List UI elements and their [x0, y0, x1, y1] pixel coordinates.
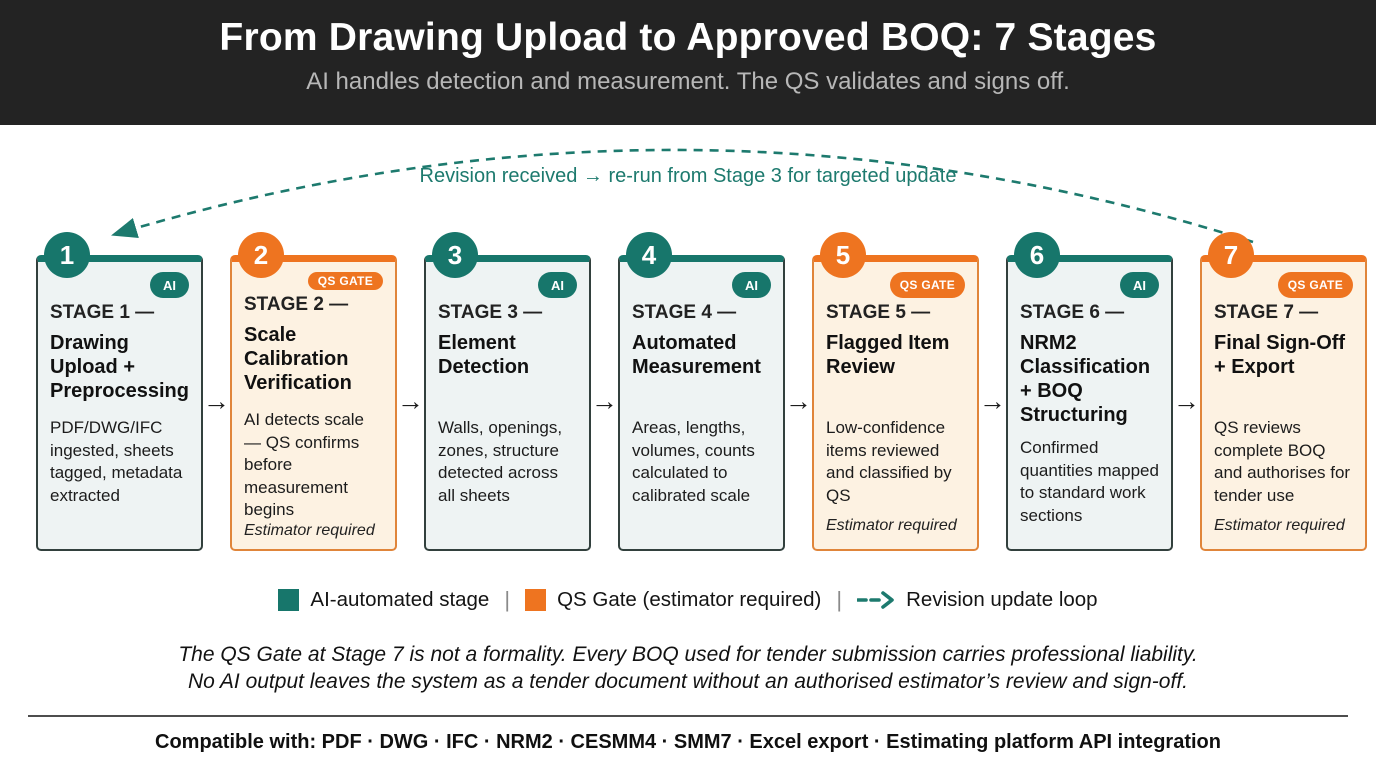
stage-card-7: 7 QS GATE STAGE 7 — Final Sign-Off + Exp… [1200, 232, 1367, 551]
qs-legend-swatch [525, 589, 547, 611]
stage-description: QS reviews complete BOQ and authorises f… [1214, 418, 1351, 505]
stage-card-1: 1 AI STAGE 1 — Drawing Upload + Preproce… [36, 232, 203, 551]
ai-legend-swatch [278, 589, 300, 611]
legend: AI-automated stage | QS Gate (estimator … [0, 587, 1376, 613]
page-subtitle: AI handles detection and measurement. Th… [306, 68, 1070, 95]
loop-legend-label: Revision update loop [906, 588, 1098, 611]
qs-gate-badge: QS GATE [1277, 272, 1353, 298]
stage-description: Confirmed quantities mapped to standard … [1020, 438, 1159, 525]
stage-description: Areas, lengths, volumes, counts calculat… [632, 418, 755, 505]
stage-description: Low-confidence items reviewed and classi… [826, 418, 952, 505]
stage-card-body: QS GATE STAGE 2 — Scale Calibration Veri… [230, 255, 397, 551]
stage-number-badge: 3 [432, 232, 478, 278]
liability-note-line1: The QS Gate at Stage 7 is not a formalit… [178, 643, 1198, 666]
ai-badge: AI [732, 272, 771, 298]
stage-title: Scale Calibration Verification [244, 324, 352, 394]
header-banner: From Drawing Upload to Approved BOQ: 7 S… [0, 0, 1376, 125]
stage-description: AI detects scale — QS confirms before me… [244, 410, 365, 519]
legend-separator: | [836, 587, 843, 612]
stage-title: Drawing Upload + Preprocessing [50, 332, 189, 402]
compatibility-note: Compatible with: PDF · DWG · IFC · NRM2 … [155, 731, 1221, 753]
flow-arrow-icon: → [785, 386, 812, 416]
flow-arrow-icon: → [397, 386, 424, 416]
stage-title: Automated Measurement [632, 332, 761, 378]
liability-note: The QS Gate at Stage 7 is not a formalit… [0, 641, 1376, 695]
stage-title: Final Sign-Off + Export [1214, 332, 1346, 378]
stage-card-body: AI STAGE 1 — Drawing Upload + Preprocess… [36, 255, 203, 551]
dashed-arrow-icon [857, 591, 894, 609]
estimator-note: Estimator required [1214, 517, 1345, 534]
stage-title: Element Detection [438, 332, 530, 378]
ai-badge: AI [538, 272, 577, 298]
stage-card-3: 3 AI STAGE 3 — Element Detection Walls, … [424, 232, 591, 551]
stage-description: Walls, openings, zones, structure detect… [438, 418, 563, 505]
stage-number-badge: 4 [626, 232, 672, 278]
legend-separator: | [504, 587, 511, 612]
estimator-note: Estimator required [244, 521, 375, 539]
stage-number-badge: 6 [1014, 232, 1060, 278]
stage-number-badge: 2 [238, 232, 284, 278]
stage-label: STAGE 3 — [438, 302, 543, 323]
stage-label: STAGE 7 — [1214, 302, 1319, 323]
stage-label: STAGE 2 — [244, 294, 349, 315]
stage-label: STAGE 4 — [632, 302, 737, 323]
stage-label: STAGE 5 — [826, 302, 931, 323]
stage-number-badge: 5 [820, 232, 866, 278]
revision-loop-label: Revision received → re-run from Stage 3 … [419, 165, 957, 187]
stage-card-2: 2 QS GATE STAGE 2 — Scale Calibration Ve… [230, 232, 397, 551]
stage-card-body: QS GATE STAGE 5 — Flagged Item Review Lo… [812, 255, 979, 551]
page-title: From Drawing Upload to Approved BOQ: 7 S… [219, 16, 1157, 59]
stage-card-body: AI STAGE 6 — NRM2 Classification + BOQ S… [1006, 255, 1173, 551]
estimator-note: Estimator required [826, 517, 957, 534]
stage-card-body: QS GATE STAGE 7 — Final Sign-Off + Expor… [1200, 255, 1367, 551]
flow-arrow-icon: → [1173, 386, 1200, 416]
stage-card-6: 6 AI STAGE 6 — NRM2 Classification + BOQ… [1006, 232, 1173, 551]
ai-badge: AI [1120, 272, 1159, 298]
stage-description: PDF/DWG/IFC ingested, sheets tagged, met… [50, 418, 183, 505]
qs-gate-badge: QS GATE [889, 272, 965, 298]
stage-card-5: 5 QS GATE STAGE 5 — Flagged Item Review … [812, 232, 979, 551]
stage-title: NRM2 Classification + BOQ Structuring [1020, 332, 1151, 426]
liability-note-line2: No AI output leaves the system as a tend… [188, 670, 1188, 693]
ai-badge: AI [150, 272, 189, 298]
ai-legend-label: AI-automated stage [310, 588, 490, 611]
revision-loop-arrow [111, 148, 1254, 244]
stage-card-body: AI STAGE 3 — Element Detection Walls, op… [424, 255, 591, 551]
stage-number-badge: 1 [44, 232, 90, 278]
flow-arrow-icon: → [203, 386, 230, 416]
stage-number-badge: 7 [1208, 232, 1254, 278]
stage-title: Flagged Item Review [826, 332, 950, 378]
qs-legend-label: QS Gate (estimator required) [557, 588, 822, 611]
flow-arrow-icon: → [979, 386, 1006, 416]
stage-label: STAGE 6 — [1020, 302, 1125, 323]
flow-arrow-icon: → [591, 386, 618, 416]
stage-card-4: 4 AI STAGE 4 — Automated Measurement Are… [618, 232, 785, 551]
stage-label: STAGE 1 — [50, 302, 155, 323]
stages-row: 1 AI STAGE 1 — Drawing Upload + Preproce… [36, 232, 1367, 551]
footer-divider [28, 715, 1348, 717]
qs-gate-badge: QS GATE [307, 272, 383, 290]
stage-card-body: AI STAGE 4 — Automated Measurement Areas… [618, 255, 785, 551]
